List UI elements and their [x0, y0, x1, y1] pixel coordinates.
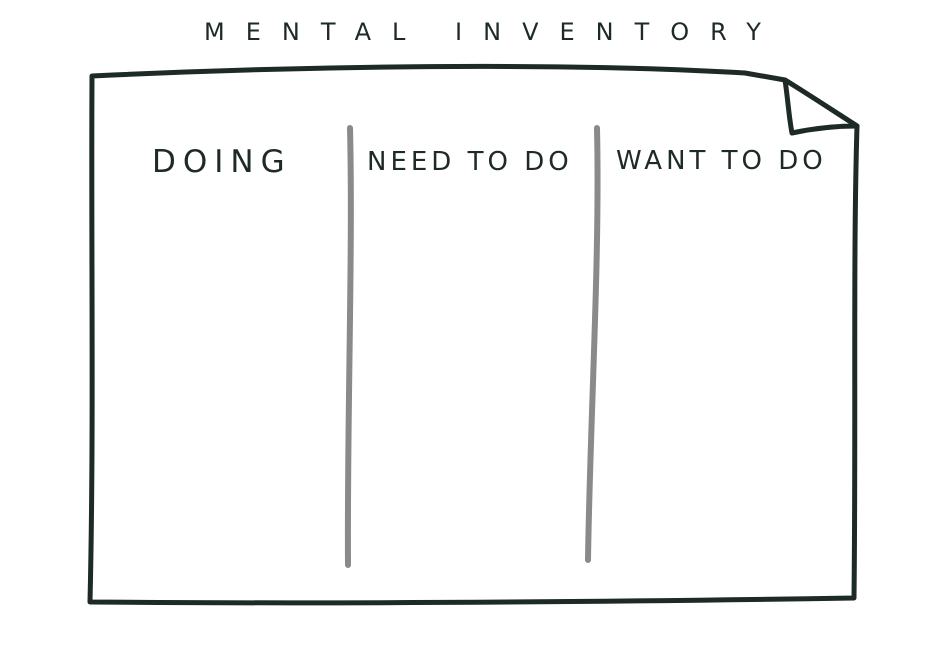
diagram-title: MENTAL INVENTORY: [204, 18, 782, 46]
column-divider-1: [344, 125, 354, 568]
page-curl-corner: [782, 77, 860, 136]
column-header-doing: DOING: [152, 144, 292, 180]
column-divider-2: [585, 125, 601, 563]
column-header-need-to-do: NEED TO DO: [367, 147, 573, 177]
paper-sheet: [87, 63, 860, 606]
column-header-want-to-do: WANT TO DO: [616, 146, 827, 176]
